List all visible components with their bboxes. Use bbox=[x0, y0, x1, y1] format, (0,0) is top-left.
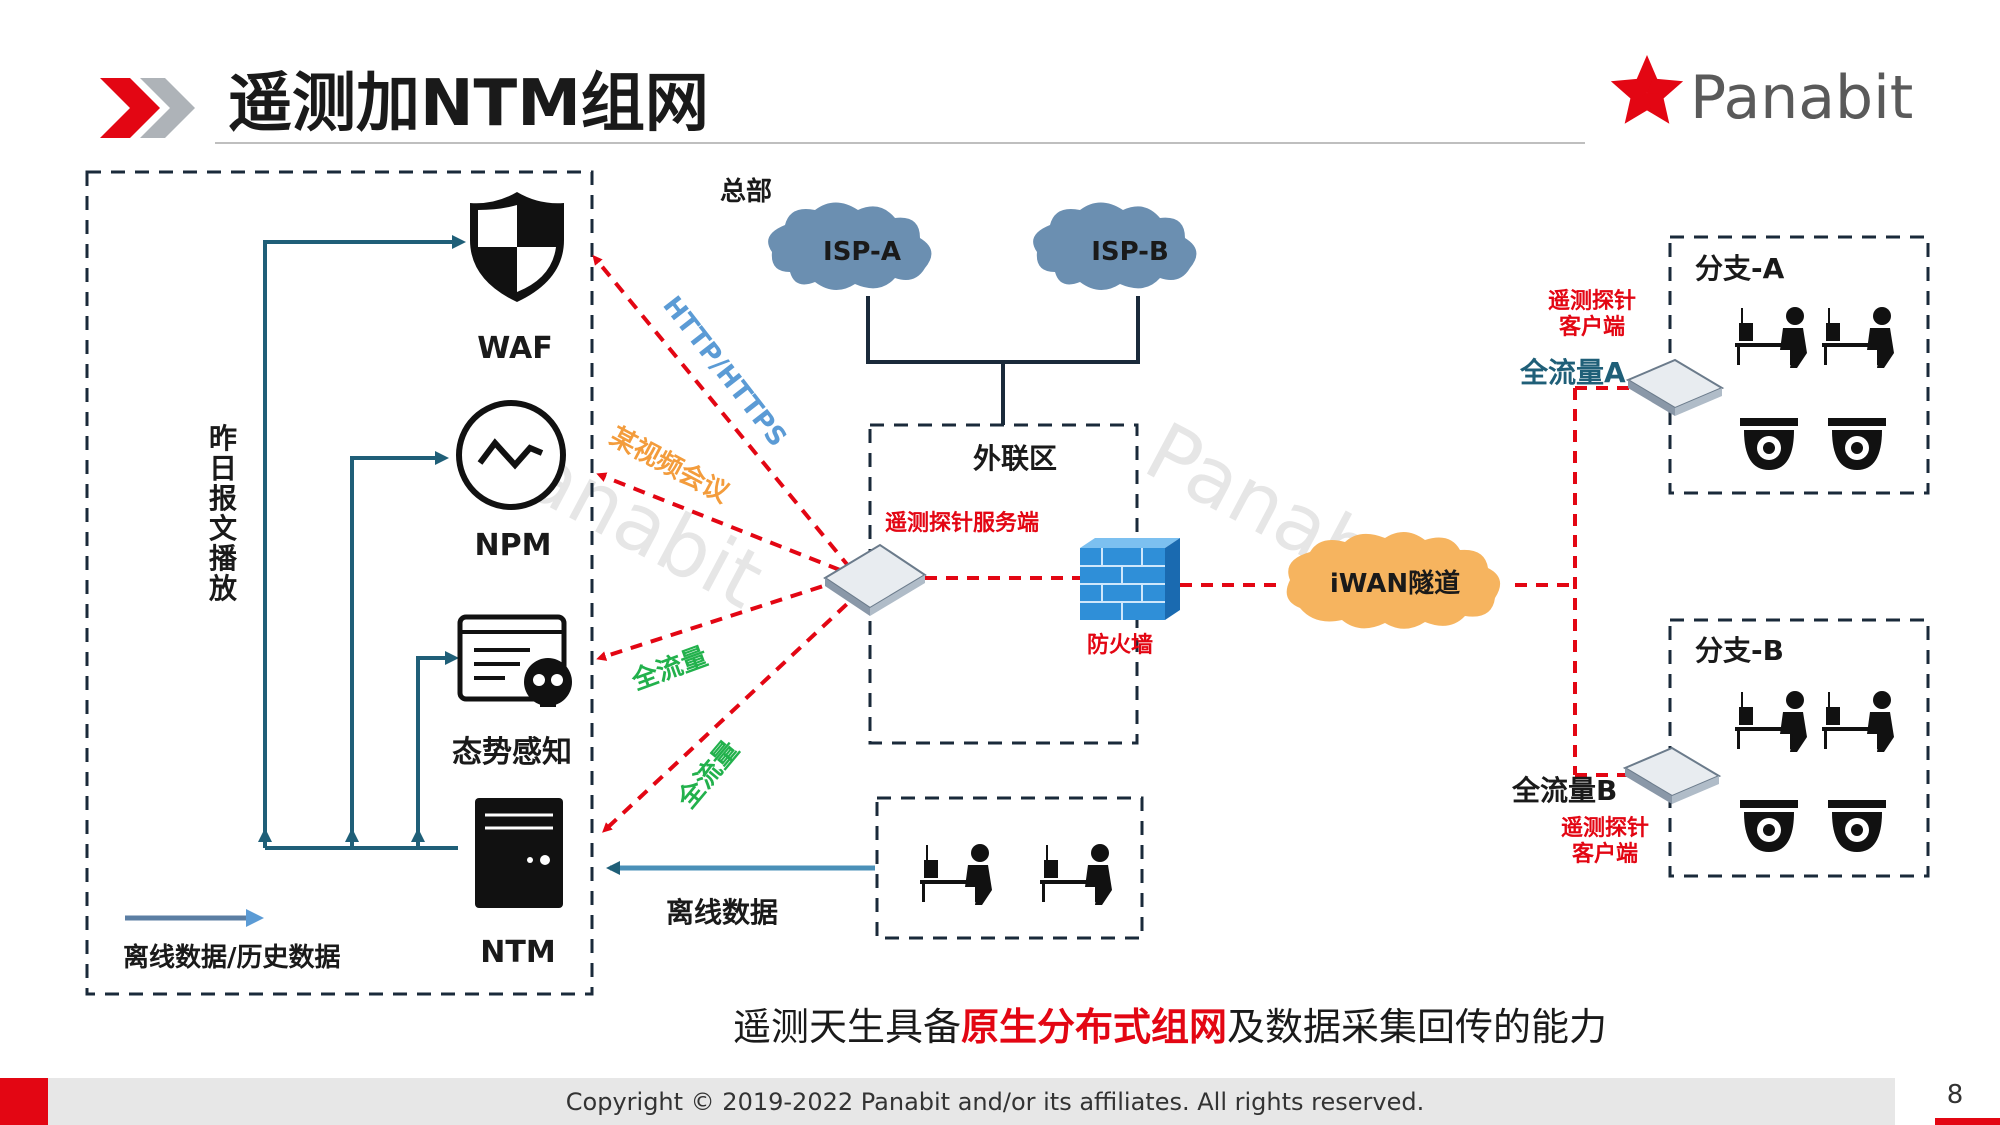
hq-label: 总部 bbox=[720, 177, 772, 207]
shield-icon bbox=[470, 192, 564, 302]
svg-text:昨: 昨 bbox=[209, 422, 237, 455]
svg-text:日: 日 bbox=[209, 452, 237, 485]
probe-links bbox=[592, 254, 864, 833]
isp-a-label: ISP-A bbox=[823, 237, 901, 267]
camera-icon bbox=[1828, 800, 1886, 852]
server-tower-icon bbox=[475, 798, 563, 908]
firewall-icon bbox=[1080, 538, 1180, 620]
replay-label: 昨 日 报 文 播 放 bbox=[208, 422, 238, 605]
npm-label: NPM bbox=[475, 528, 552, 563]
replay-lines bbox=[258, 235, 466, 850]
probe-server-device bbox=[823, 543, 927, 616]
branch-a-probe-label: 遥测探针 bbox=[1548, 288, 1636, 314]
situational-label: 态势感知 bbox=[452, 735, 572, 770]
svg-text:播: 播 bbox=[209, 542, 238, 575]
user-desk-icon bbox=[920, 844, 992, 905]
isp-b-cloud: ISP-B bbox=[1033, 202, 1197, 291]
branch-b-label: 分支-B bbox=[1695, 634, 1784, 667]
probe-server-label: 遥测探针服务端 bbox=[885, 510, 1039, 536]
isp-a-cloud: ISP-A bbox=[768, 202, 932, 291]
user-desk-icon bbox=[1822, 307, 1894, 368]
footer-bar bbox=[0, 1078, 1895, 1125]
isp-b-label: ISP-B bbox=[1091, 237, 1169, 267]
logo-text: Panabit bbox=[1690, 63, 1913, 133]
camera-icon bbox=[1740, 418, 1798, 470]
branch-a-traffic-label: 全流量A bbox=[1519, 356, 1626, 389]
branch-a-probe-label: 客户端 bbox=[1559, 314, 1625, 340]
branch-b-traffic-label: 全流量B bbox=[1511, 774, 1617, 807]
svg-text:放: 放 bbox=[208, 572, 238, 605]
svg-text:文: 文 bbox=[209, 512, 237, 545]
iwan-cloud: iWAN隧道 bbox=[1286, 531, 1501, 629]
isp-connector bbox=[866, 296, 1140, 425]
full-traffic-label: 全流量 bbox=[627, 641, 712, 697]
camera-icon bbox=[1740, 800, 1798, 852]
dmz-label: 外联区 bbox=[973, 442, 1057, 475]
user-desk-icon bbox=[1822, 691, 1894, 752]
branch-b-probe-label: 客户端 bbox=[1572, 841, 1638, 867]
panabit-logo: Panabit bbox=[1610, 55, 1913, 133]
waf-label: WAF bbox=[477, 331, 552, 366]
user-desk-icon bbox=[1040, 844, 1112, 905]
user-desk-icon bbox=[1735, 691, 1807, 752]
page-number-underline bbox=[1935, 1118, 2000, 1125]
full-traffic-label: 全流量 bbox=[671, 735, 746, 815]
legend-label: 离线数据/历史数据 bbox=[123, 942, 341, 973]
footer-accent bbox=[0, 1078, 48, 1125]
iwan-label: iWAN隧道 bbox=[1330, 568, 1460, 599]
branch-a-label: 分支-A bbox=[1695, 252, 1785, 285]
page-title: 遥测加NTM组网 bbox=[228, 67, 709, 141]
branch-b-probe-device bbox=[1622, 746, 1722, 804]
ntm-label: NTM bbox=[480, 935, 555, 970]
copyright: Copyright © 2019-2022 Panabit and/or its… bbox=[566, 1088, 1424, 1116]
header: 遥测加NTM组网 Panabit bbox=[100, 55, 1913, 144]
chevrons-icon bbox=[100, 78, 195, 138]
left-panel-border bbox=[85, 170, 594, 996]
skull-window-icon bbox=[457, 614, 572, 707]
caption: 遥测天生具备原生分布式组网及数据采集回传的能力 bbox=[733, 1005, 1607, 1049]
firewall-label: 防火墙 bbox=[1087, 633, 1153, 658]
svg-text:报: 报 bbox=[209, 482, 237, 515]
branch-a-probe-device bbox=[1625, 358, 1725, 416]
pulse-icon bbox=[456, 400, 566, 510]
http-label: HTTP/HTTPS bbox=[656, 291, 792, 453]
user-desk-icon bbox=[1735, 307, 1807, 368]
branch-b-probe-label: 遥测探针 bbox=[1561, 815, 1649, 841]
offline-label: 离线数据 bbox=[666, 896, 778, 929]
page-number: 8 bbox=[1947, 1080, 1964, 1110]
offline-office-border bbox=[875, 796, 1144, 940]
camera-icon bbox=[1828, 418, 1886, 470]
